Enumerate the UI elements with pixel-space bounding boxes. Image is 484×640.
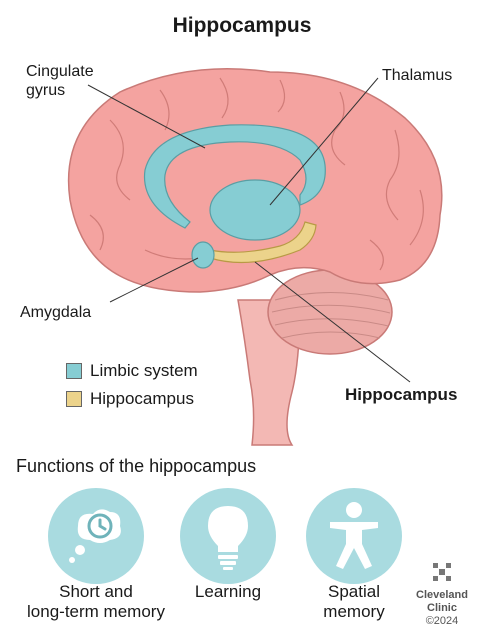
legend-label: Limbic system (90, 361, 198, 380)
person-figure-icon (306, 488, 402, 584)
diagram-title: Hippocampus (172, 14, 312, 37)
thought-bubble-clock-icon (48, 488, 144, 584)
legend-swatch-limbic (66, 363, 82, 379)
cingulate-gyrus (143, 124, 326, 229)
label-amygdala: Amygdala (20, 304, 92, 321)
legend: Limbic system Hippocampus (66, 361, 198, 409)
function-label-spatial: Spatial memory (323, 582, 385, 621)
copyright: ©2024 (425, 615, 459, 627)
legend-label: Hippocampus (90, 389, 194, 408)
amygdala (191, 241, 215, 269)
label-thalamus: Thalamus (382, 67, 453, 84)
label-cingulate-gyrus: Cingulate gyrus (26, 63, 94, 99)
legend-swatch-hippocampus (66, 391, 82, 407)
function-label-learning: Learning (194, 582, 262, 601)
legend-item-limbic: Limbic system (66, 361, 198, 381)
thalamus (209, 179, 301, 241)
brain-illustration (67, 68, 443, 446)
functions-heading: Functions of the hippocampus (16, 456, 257, 476)
legend-item-hippocampus: Hippocampus (66, 389, 198, 409)
hippocampus (209, 221, 317, 264)
function-label-memory: Short and long-term memory (27, 582, 165, 621)
lightbulb-icon (180, 488, 276, 584)
label-hippocampus: Hippocampus (345, 385, 458, 404)
cleveland-clinic-logo: Cleveland Clinic ©2024 (414, 562, 470, 627)
logo-name: Cleveland Clinic (416, 589, 468, 614)
cleveland-clinic-mark-icon (433, 563, 451, 581)
